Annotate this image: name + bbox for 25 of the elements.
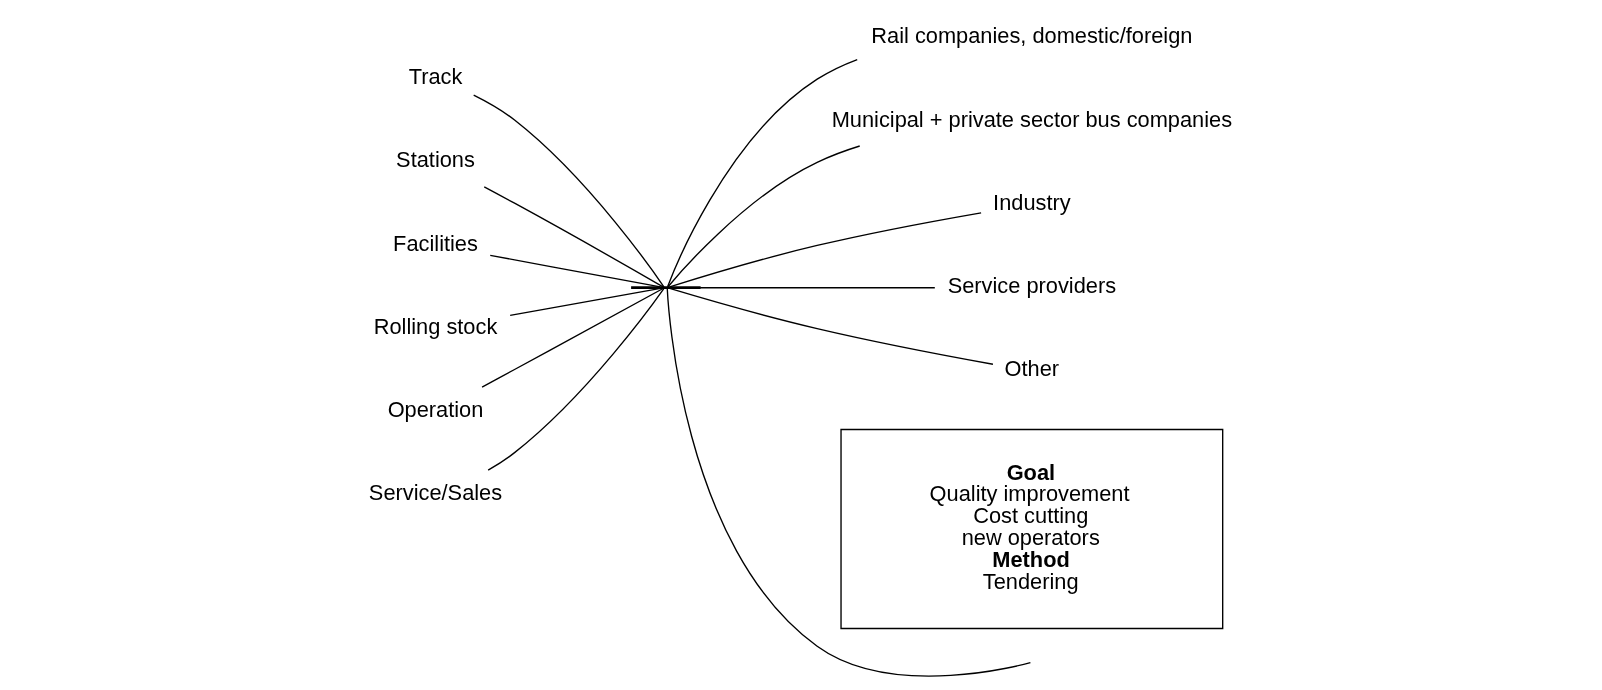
node-text: Rolling stock: [373, 313, 497, 339]
node-text: Facilities: [392, 230, 478, 256]
node-text: Track: [408, 64, 462, 90]
node-bar: [630, 286, 701, 290]
node-text: Service/Sales: [368, 480, 502, 506]
node-text: Operation: [387, 396, 483, 422]
connector: [666, 145, 860, 288]
node-text: Rail companies, domestic/foreign: [870, 23, 1192, 49]
connector: [489, 254, 661, 288]
connector: [483, 186, 664, 288]
connector: [486, 288, 664, 471]
connector: [666, 58, 858, 288]
connector: [668, 287, 994, 365]
node-text: Industry: [992, 189, 1071, 215]
connector: [472, 94, 665, 288]
node-text: Service providers: [947, 272, 1116, 298]
connector: [508, 287, 661, 317]
connector: [698, 287, 935, 289]
node-text: Stations: [395, 147, 475, 173]
node-text: Other: [1004, 356, 1059, 382]
connector: [480, 287, 664, 388]
node-text: Municipal + private sector bus companies: [831, 106, 1232, 132]
node-box: Goal Quality improvement Cost cutting new operators Method Tendering: [839, 428, 1223, 630]
connector: [666, 287, 1031, 677]
connector: [668, 212, 982, 288]
